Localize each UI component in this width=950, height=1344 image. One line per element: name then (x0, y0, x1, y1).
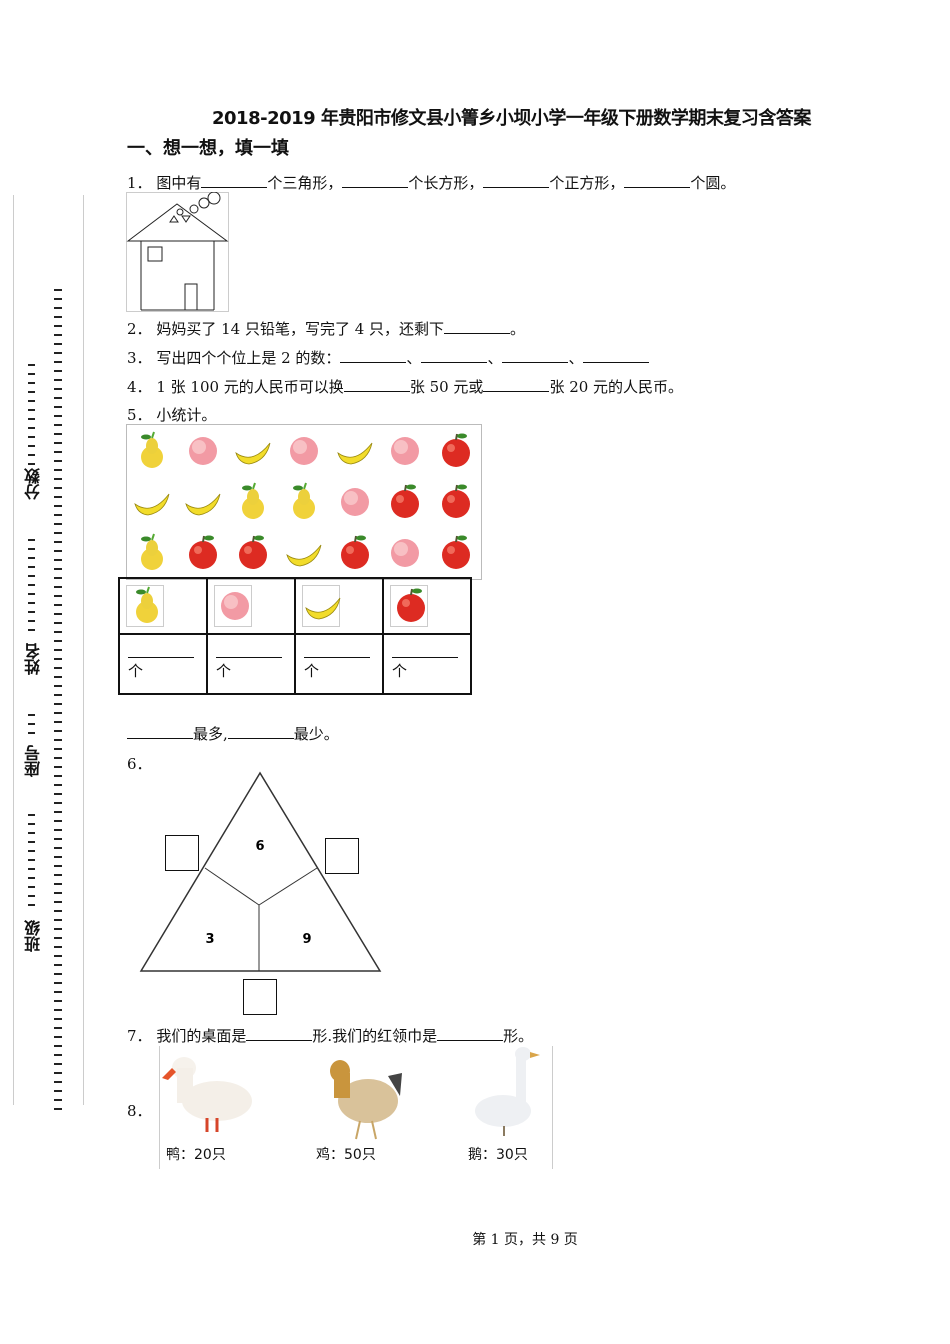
banana-icon (178, 476, 229, 527)
page-title: 2018-2019 年贵阳市修文县小箐乡小坝小学一年级下册数学期末复习含答案 (212, 108, 811, 129)
question-7: 7． 我们的桌面是形.我们的红领巾是形。 (127, 1026, 534, 1045)
question-6: 6． (127, 755, 152, 773)
tally-cell[interactable]: 个 (118, 633, 208, 695)
apple-icon (329, 528, 380, 579)
apple-icon (380, 476, 431, 527)
pear-icon (228, 476, 279, 527)
apple-icon (228, 528, 279, 579)
banana-icon (329, 425, 380, 476)
duck-label: 鸭：20只 (166, 1147, 226, 1163)
answer-box-bottom[interactable] (243, 979, 277, 1015)
peach-icon (380, 425, 431, 476)
triangle-number-top: 6 (255, 839, 264, 854)
answer-blank[interactable] (342, 173, 409, 188)
margin-line (83, 195, 84, 1105)
most-least-line: 最多,最少。 (127, 723, 339, 744)
question-5: 5． 小统计。 (127, 406, 217, 424)
banana-icon (228, 425, 279, 476)
seat-label: 座号 (24, 745, 43, 777)
answer-blank[interactable] (444, 319, 511, 334)
fruit-grid (126, 424, 482, 580)
answer-blank[interactable] (246, 1026, 313, 1041)
section-heading: 一、想一想，填一填 (127, 138, 289, 159)
tally-header-banana (294, 577, 384, 635)
fill-line (28, 360, 35, 470)
class-label: 班级 (24, 920, 43, 952)
answer-blank[interactable] (340, 348, 407, 363)
fill-line (28, 535, 35, 635)
peach-icon (214, 585, 252, 627)
question-1: 1． 图中有个三角形，个长方形，个正方形，个圆。 (127, 173, 736, 192)
tally-header-peach (206, 577, 296, 635)
apple-icon (178, 528, 229, 579)
answer-blank[interactable] (437, 1026, 504, 1041)
apple-icon (430, 425, 481, 476)
tally-cell[interactable]: 个 (294, 633, 384, 695)
answer-blank[interactable] (624, 173, 691, 188)
answer-blank[interactable] (227, 724, 294, 739)
chicken-label: 鸡：50只 (316, 1147, 376, 1163)
apple-icon (390, 585, 428, 627)
answer-box-left[interactable] (165, 835, 199, 871)
question-4: 4． 1 张 100 元的人民币可以换张 50 元或张 20 元的人民币。 (127, 377, 684, 396)
pear-icon (127, 528, 178, 579)
tally-cell[interactable]: 个 (206, 633, 296, 695)
question-3: 3． 写出四个个位上是 2 的数：、、、 (127, 347, 650, 368)
goose-image (475, 1047, 540, 1136)
goose-label: 鹅：30只 (468, 1147, 528, 1163)
tally-table: 个 个 个 个 (118, 577, 472, 695)
question-8: 8． (127, 1102, 152, 1120)
triangle-number-left: 3 (205, 932, 214, 947)
banana-icon (302, 585, 341, 627)
margin-line (13, 195, 14, 1105)
fill-line (28, 710, 35, 740)
peach-icon (279, 425, 330, 476)
answer-blank[interactable] (127, 724, 193, 739)
answer-blank[interactable] (583, 348, 650, 363)
answer-blank[interactable] (483, 377, 550, 392)
tally-header-apple (382, 577, 472, 635)
peach-icon (178, 425, 229, 476)
apple-icon (430, 476, 481, 527)
peach-icon (380, 528, 431, 579)
pear-icon (279, 476, 330, 527)
pear-icon (127, 425, 178, 476)
answer-blank[interactable] (502, 348, 569, 363)
name-label: 姓名 (24, 643, 43, 675)
banana-icon (127, 476, 178, 527)
poultry-picture: 鸭：20只 鸡：50只 鹅：30只 (159, 1046, 553, 1169)
answer-blank[interactable] (421, 348, 488, 363)
chicken-image (330, 1060, 402, 1140)
house-figure (126, 192, 229, 312)
banana-icon (279, 528, 330, 579)
answer-blank[interactable] (483, 173, 550, 188)
answer-box-right[interactable] (325, 838, 359, 874)
question-2: 2． 妈妈买了 14 只铅笔，写完了 4 只，还剩下。 (127, 319, 526, 338)
tally-header-pear (118, 577, 208, 635)
duck-image (162, 1057, 252, 1132)
score-label: 分数 (24, 468, 43, 500)
tally-cell[interactable]: 个 (382, 633, 472, 695)
triangle-number-right: 9 (302, 932, 311, 947)
page-footer: 第 1 页，共 9 页 (472, 1232, 578, 1248)
pear-icon (126, 585, 164, 627)
triangle-figure: 6 3 9 (139, 771, 382, 972)
fill-line (28, 810, 35, 910)
apple-icon (430, 528, 481, 579)
answer-blank[interactable] (343, 377, 410, 392)
cut-line (54, 285, 62, 1110)
peach-icon (329, 476, 380, 527)
answer-blank[interactable] (201, 173, 268, 188)
